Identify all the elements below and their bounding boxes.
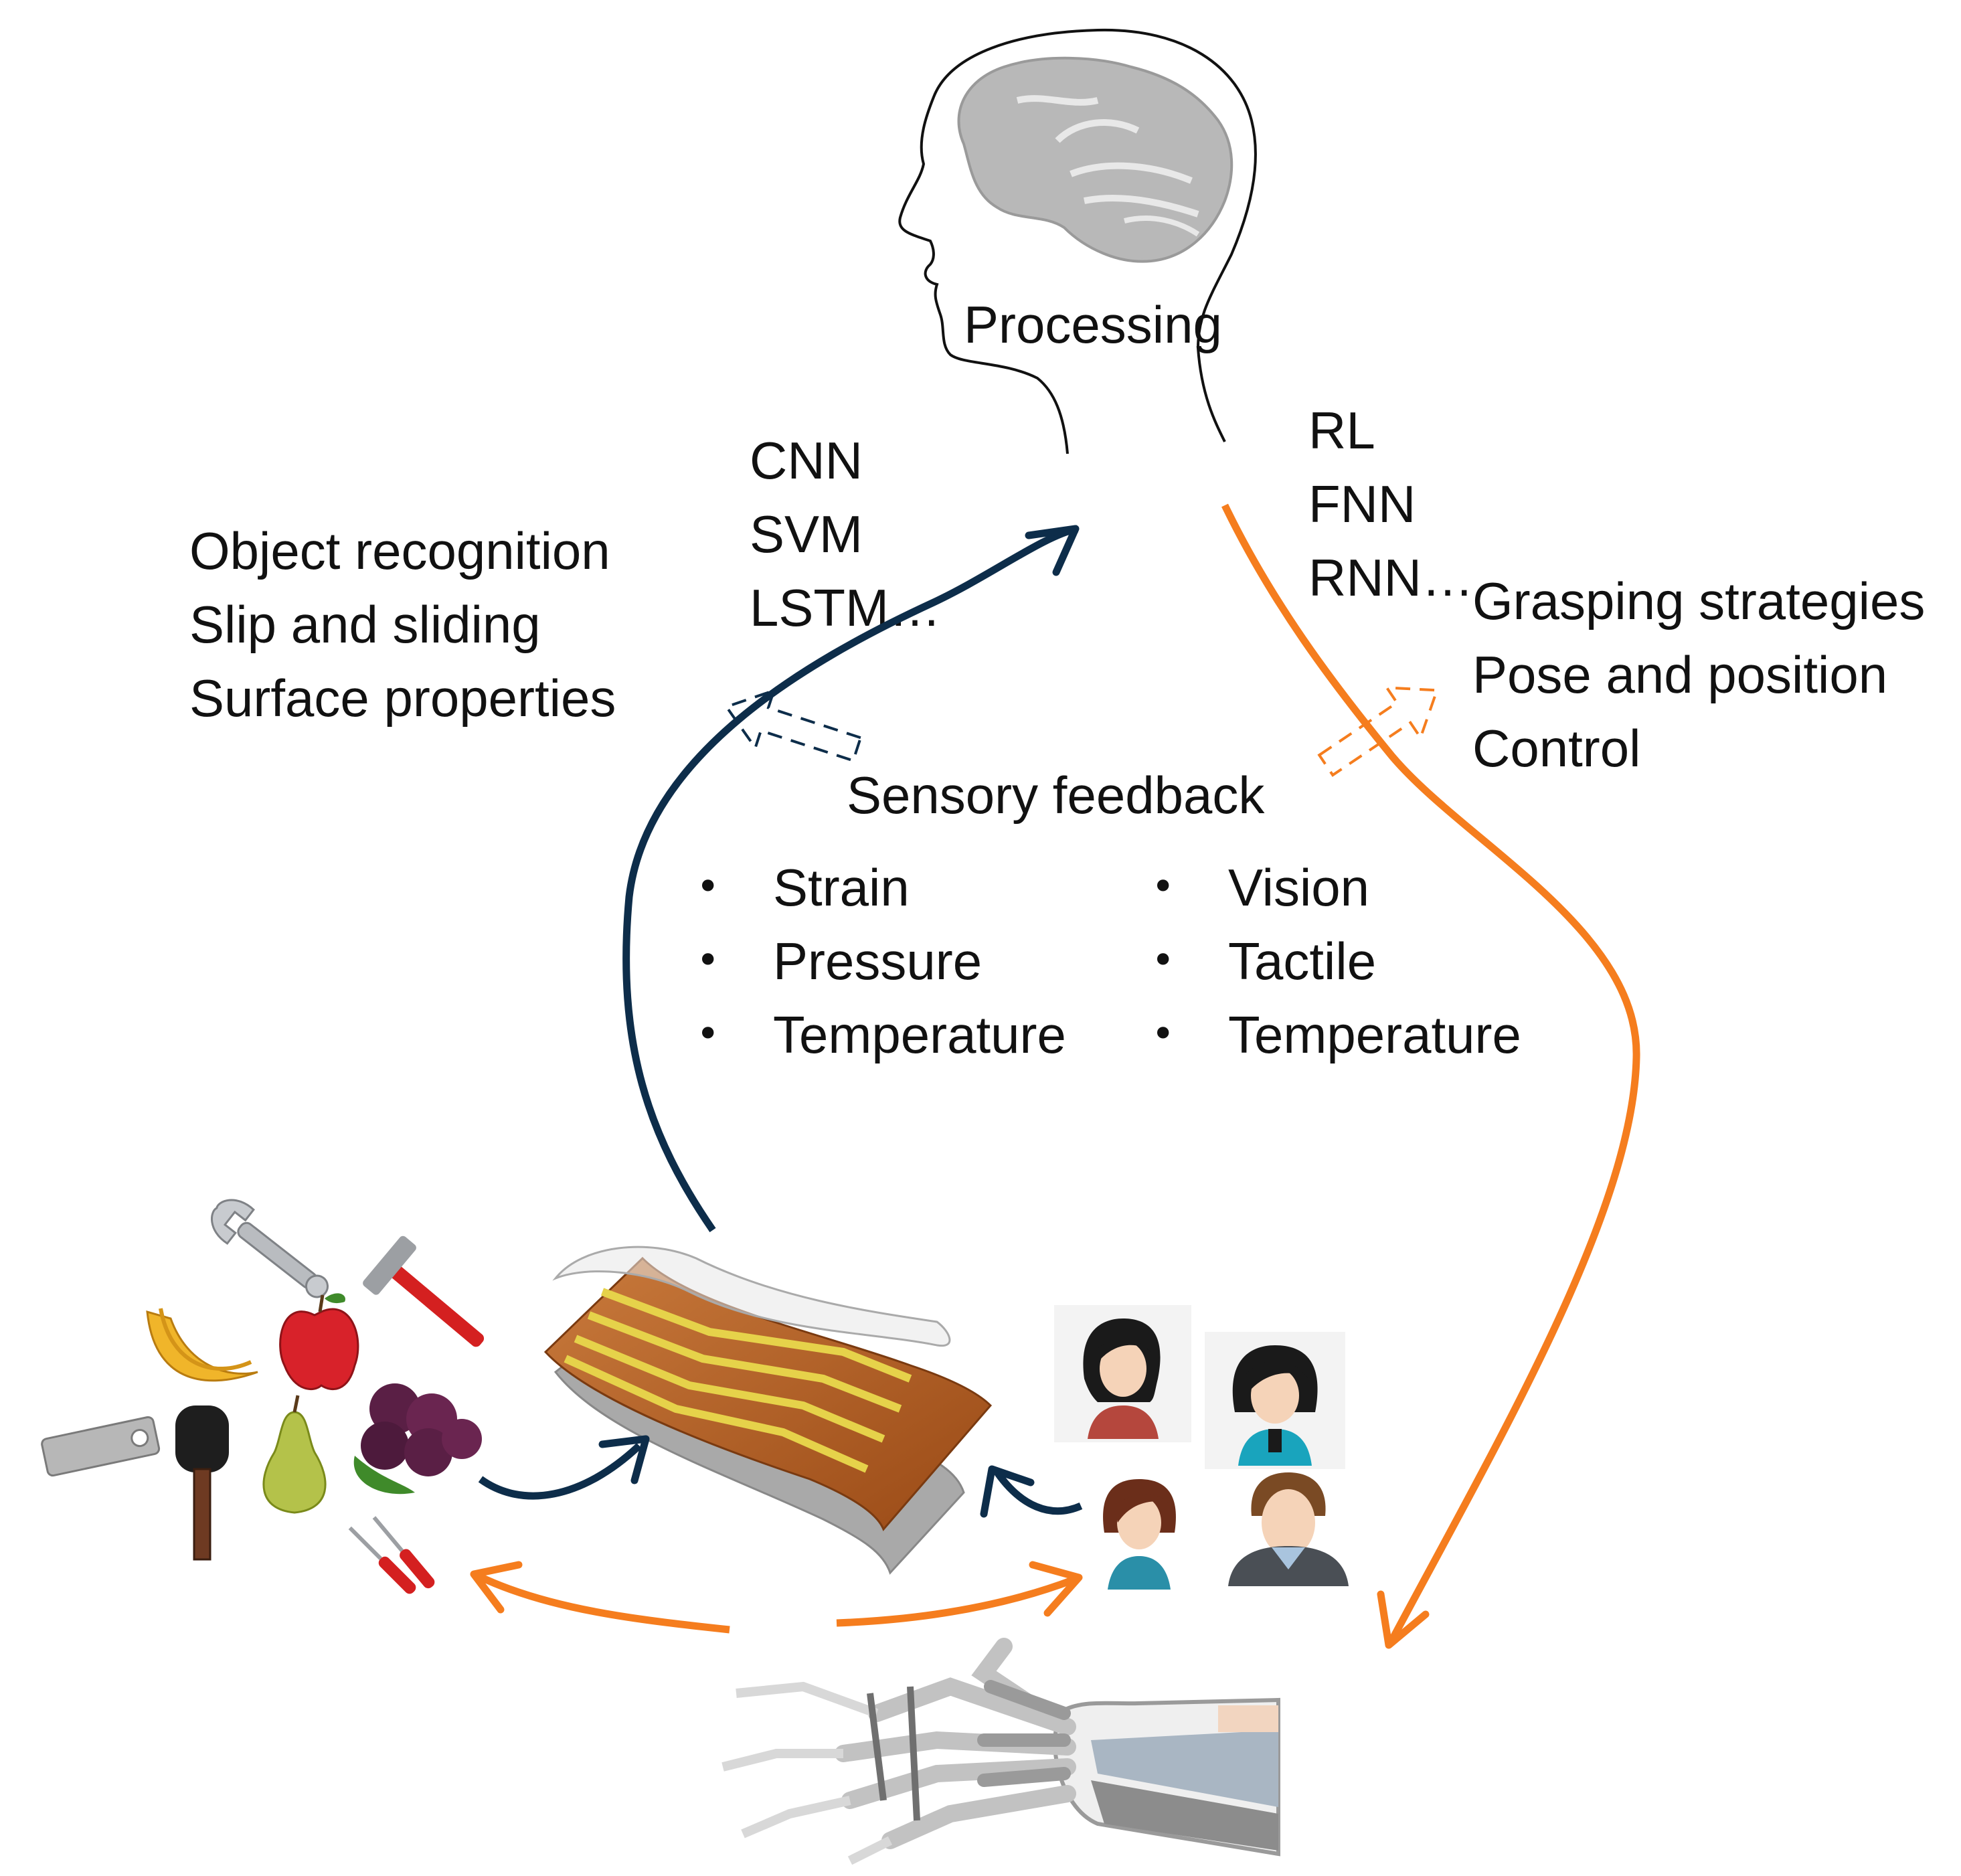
output-pose-position: Pose and position: [1472, 645, 1887, 704]
orange-people-arrowhead: [1029, 1561, 1083, 1617]
output-surface-properties: Surface properties: [189, 669, 616, 728]
woman-avatar-2-icon: [1205, 1332, 1345, 1469]
blackberry-icon: [353, 1383, 482, 1495]
method-svm: SVM: [750, 505, 863, 564]
navy-arrowhead: [1025, 525, 1080, 576]
dashed-arrow-right-icon: [1317, 686, 1439, 777]
method-lstm: LSTM…: [750, 578, 941, 637]
sensory-pressure: Pressure: [773, 932, 982, 991]
bullet-mark: •: [696, 1011, 719, 1057]
output-control: Control: [1472, 719, 1640, 778]
robotic-hand-icon: [721, 1638, 1280, 1865]
orange-hand-to-objects-arrow: [477, 1573, 730, 1634]
man-avatar-icon: [1228, 1472, 1349, 1586]
orange-objects-arrowhead: [470, 1561, 523, 1614]
method-fnn: FNN: [1308, 475, 1416, 533]
output-object-recognition: Object recognition: [189, 521, 610, 580]
method-rl: RL: [1308, 401, 1375, 460]
output-grasping-strategies: Grasping strategies: [1472, 572, 1925, 630]
sensory-title: Sensory feedback: [847, 766, 1265, 825]
navy-people-arrowhead: [980, 1465, 1035, 1518]
output-slip-sliding: Slip and sliding: [189, 595, 541, 654]
woman-avatar-icon: [1054, 1305, 1191, 1442]
flexible-sensor-icon: [543, 1246, 993, 1575]
orange-arrowhead: [1377, 1590, 1430, 1649]
car-key-icon: [175, 1405, 229, 1561]
method-rnn: RNN…: [1308, 548, 1474, 607]
screwdriver-icon: [348, 1516, 435, 1594]
banana-icon: [146, 1308, 258, 1382]
method-cnn: CNN: [750, 431, 863, 490]
dashed-arrow-left-icon: [724, 688, 863, 762]
hammer-icon: [363, 1235, 485, 1347]
bullet-mark: •: [1151, 863, 1175, 910]
orange-hand-to-people-arrow: [836, 1575, 1076, 1627]
brain-icon: [957, 56, 1233, 263]
orange-control-arrow: [1221, 503, 1640, 1642]
apple-icon: [279, 1293, 359, 1390]
navy-feedback-arrow: [622, 525, 1079, 1233]
usb-drive-icon: [41, 1416, 161, 1477]
head-profile-icon: [898, 28, 1257, 454]
bullet-mark: •: [696, 937, 719, 984]
navy-people-to-sensor-arrow: [994, 1470, 1083, 1515]
bullet-mark: •: [1151, 937, 1175, 984]
sensory-vision: Vision: [1228, 858, 1369, 917]
navy-objects-arrowhead: [598, 1435, 650, 1484]
sensory-strain: Strain: [773, 858, 910, 917]
girl-avatar-icon: [1103, 1479, 1176, 1590]
pear-icon: [262, 1395, 327, 1514]
navy-objects-to-sensor-arrow: [478, 1442, 642, 1500]
sensory-temperature-right: Temperature: [1228, 1005, 1521, 1064]
sensory-temperature-left: Temperature: [773, 1005, 1066, 1064]
bullet-mark: •: [696, 863, 719, 910]
processing-label: Processing: [964, 295, 1222, 354]
bullet-mark: •: [1151, 1011, 1175, 1057]
sensory-tactile: Tactile: [1228, 932, 1376, 991]
wrench-icon: [211, 1199, 329, 1298]
